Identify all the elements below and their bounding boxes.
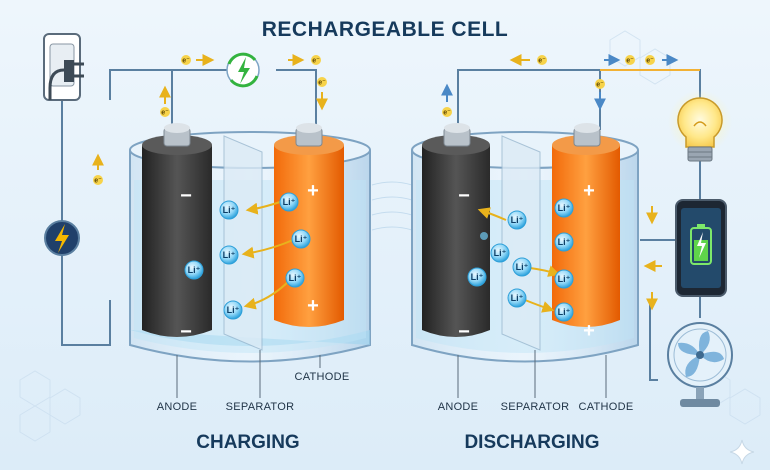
separator-membrane bbox=[223, 135, 263, 351]
svg-text:e⁻: e⁻ bbox=[538, 58, 546, 65]
power-plug-icon bbox=[43, 33, 84, 101]
svg-text:e⁻: e⁻ bbox=[646, 58, 654, 65]
svg-text:+: + bbox=[583, 180, 595, 202]
discharge-lithium-ions: Li⁺ Li⁺ Li⁺ Li⁺ Li⁺ Li⁺ Li⁺ Li⁺ Li⁺ bbox=[467, 198, 574, 322]
svg-text:Li⁺: Li⁺ bbox=[227, 305, 240, 315]
svg-text:Li⁺: Li⁺ bbox=[471, 272, 484, 282]
svg-text:Li⁺: Li⁺ bbox=[511, 293, 524, 303]
charging-anode-label: ANODE bbox=[157, 401, 198, 413]
charger-bolt-icon bbox=[44, 220, 80, 256]
discharging-caption: DISCHARGING bbox=[464, 432, 599, 453]
svg-text:+: + bbox=[583, 320, 595, 342]
svg-text:Li⁺: Li⁺ bbox=[558, 237, 571, 247]
light-bulb-icon bbox=[668, 90, 732, 162]
svg-text:Li⁺: Li⁺ bbox=[511, 215, 524, 225]
discharge-anode-electrode: − − bbox=[422, 123, 490, 343]
discharging-anode-label: ANODE bbox=[438, 401, 479, 413]
svg-text:Li⁺: Li⁺ bbox=[558, 274, 571, 284]
charging-cathode-label: CATHODE bbox=[294, 371, 349, 383]
discharging-leader-lines bbox=[457, 350, 607, 398]
discharge-electron-flow bbox=[441, 54, 679, 311]
svg-text:−: − bbox=[180, 185, 192, 207]
lithium-ions: Li⁺ Li⁺ Li⁺ Li⁺ Li⁺ Li⁺ Li⁺ bbox=[184, 192, 311, 320]
discharge-electron-markers: e⁻ e⁻ e⁻ e⁻ e⁻ bbox=[442, 55, 655, 117]
charging-caption: CHARGING bbox=[196, 432, 299, 453]
svg-text:Li⁺: Li⁺ bbox=[295, 234, 308, 244]
discharging-separator-label: SEPARATOR bbox=[501, 401, 570, 413]
svg-text:e⁻: e⁻ bbox=[596, 82, 604, 89]
charging-panel: e⁻ e⁻ e⁻ e⁻ e⁻ − − bbox=[43, 33, 371, 453]
ion-flow-arrows bbox=[241, 201, 294, 310]
discharge-ion-flow-arrows bbox=[477, 207, 561, 313]
charging-circuit-wire bbox=[61, 69, 317, 346]
cathode-electrode: + + bbox=[274, 123, 344, 327]
fan-icon bbox=[667, 322, 733, 407]
svg-text:e⁻: e⁻ bbox=[318, 80, 326, 87]
electron-markers: e⁻ e⁻ e⁻ e⁻ e⁻ bbox=[93, 55, 327, 185]
svg-text:Li⁺: Li⁺ bbox=[223, 205, 236, 215]
svg-text:Li⁺: Li⁺ bbox=[558, 307, 571, 317]
svg-text:Li⁺: Li⁺ bbox=[283, 197, 296, 207]
svg-text:Li⁺: Li⁺ bbox=[188, 265, 201, 275]
svg-text:Li⁺: Li⁺ bbox=[223, 250, 236, 260]
discharging-cell: − − + + Li⁺ Li⁺ Li⁺ Li⁺ bbox=[411, 123, 639, 363]
battery-icon bbox=[690, 224, 712, 265]
smartphone-icon bbox=[675, 199, 727, 297]
svg-text:+: + bbox=[307, 295, 319, 317]
svg-text:+: + bbox=[307, 180, 319, 202]
svg-text:e⁻: e⁻ bbox=[161, 110, 169, 117]
svg-text:−: − bbox=[458, 185, 470, 207]
discharge-separator-membrane bbox=[501, 135, 541, 351]
svg-text:−: − bbox=[180, 321, 192, 343]
svg-text:Li⁺: Li⁺ bbox=[558, 203, 571, 213]
svg-text:e⁻: e⁻ bbox=[312, 58, 320, 65]
center-wave-lines bbox=[371, 181, 413, 231]
svg-text:e⁻: e⁻ bbox=[94, 178, 102, 185]
svg-text:e⁻: e⁻ bbox=[443, 110, 451, 117]
recharge-cycle-icon bbox=[226, 52, 260, 88]
discharging-panel: e⁻ e⁻ e⁻ e⁻ e⁻ bbox=[411, 54, 733, 453]
svg-text:Li⁺: Li⁺ bbox=[516, 262, 529, 272]
electron-flow-top bbox=[92, 54, 328, 170]
charging-leader-lines bbox=[176, 350, 321, 398]
svg-text:e⁻: e⁻ bbox=[182, 58, 190, 65]
charging-separator-label: SEPARATOR bbox=[226, 401, 295, 413]
svg-text:−: − bbox=[458, 321, 470, 343]
sparkle-icon bbox=[729, 439, 755, 465]
discharging-cathode-label: CATHODE bbox=[578, 401, 633, 413]
svg-text:e⁻: e⁻ bbox=[626, 58, 634, 65]
charging-cell: − − + + Li⁺ Li⁺ bbox=[129, 123, 371, 363]
anode-electrode: − − bbox=[142, 123, 212, 343]
svg-text:Li⁺: Li⁺ bbox=[289, 273, 302, 283]
diagram-title: RECHARGEABLE CELL bbox=[262, 18, 509, 41]
svg-text:Li⁺: Li⁺ bbox=[494, 248, 507, 258]
